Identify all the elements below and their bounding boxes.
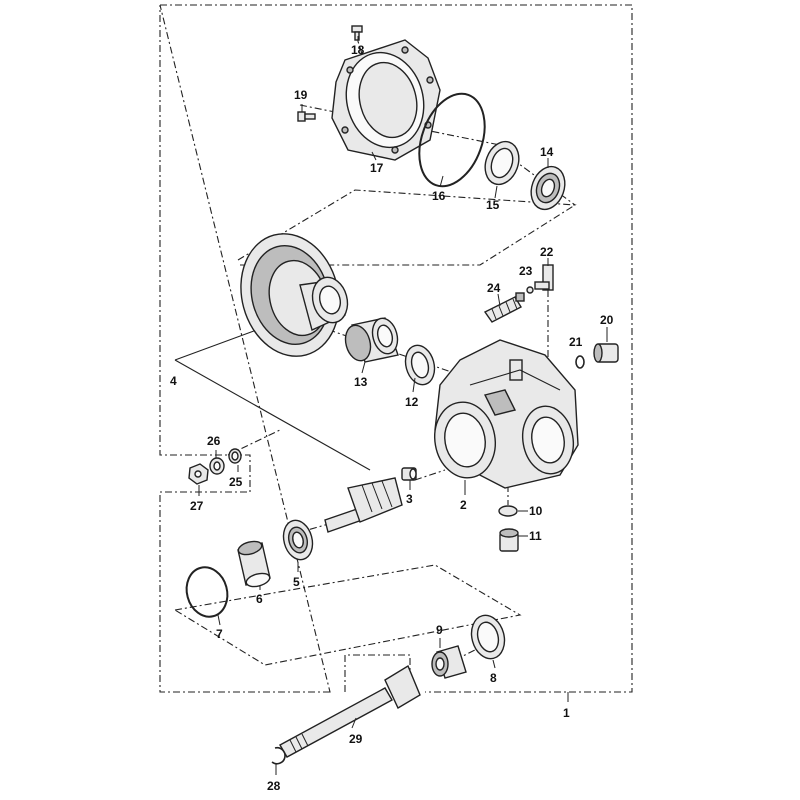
leader-line (174, 359, 371, 471)
part-number-11: 11 (529, 529, 542, 543)
part-number-23: 23 (519, 264, 533, 278)
needle-cage-6 (237, 540, 271, 588)
plug-20 (593, 343, 619, 363)
callout-leader (361, 361, 366, 374)
fitting-22 (534, 264, 554, 291)
part-number-8: 8 (490, 671, 497, 685)
part-number-19: 19 (294, 88, 308, 102)
bearing-5 (282, 519, 314, 561)
callout-leader (494, 185, 498, 199)
axis-line (227, 429, 281, 456)
bolt-19 (297, 111, 316, 122)
part-number-10: 10 (529, 504, 543, 518)
part-number-4: 4 (170, 374, 177, 388)
seal-12 (404, 344, 436, 386)
callout-leader (497, 293, 501, 307)
o-ring-16 (418, 92, 486, 188)
washer-10 (498, 505, 518, 517)
callout-leader (371, 151, 377, 161)
part-number-13: 13 (354, 375, 368, 389)
bearing-14 (530, 165, 566, 211)
callout-leader (351, 717, 357, 729)
part-number-24: 24 (487, 281, 501, 295)
washer-25 (228, 448, 242, 464)
output-shaft-29 (279, 664, 421, 758)
seal-15 (484, 140, 520, 186)
end-cover-17 (331, 39, 441, 161)
seal-3 (401, 467, 417, 481)
part-number-14: 14 (540, 145, 554, 159)
part-number-29: 29 (349, 732, 363, 746)
part-number-16: 16 (432, 189, 446, 203)
pinion-shaft (324, 477, 403, 533)
washer-23 (526, 286, 534, 294)
washer-26 (209, 457, 225, 475)
part-number-7: 7 (216, 627, 223, 641)
gearbox-housing-2 (434, 339, 579, 489)
o-ring-21 (575, 355, 585, 369)
part-number-25: 25 (229, 475, 243, 489)
callout-leader (412, 377, 416, 393)
callout-leader (492, 659, 496, 669)
part-number-17: 17 (370, 161, 384, 175)
part-number-1: 1 (563, 706, 570, 720)
bearing-9 (431, 645, 467, 679)
callout-leader (217, 614, 221, 626)
part-number-6: 6 (256, 592, 263, 606)
drain-plug-11 (499, 528, 519, 552)
nut-27 (188, 463, 209, 485)
needle-bearing-13 (344, 317, 399, 363)
part-number-21: 21 (569, 335, 583, 349)
ring-gear-4 (240, 233, 349, 357)
part-number-2: 2 (460, 498, 467, 512)
part-number-9: 9 (436, 623, 443, 637)
part-number-15: 15 (486, 198, 500, 212)
callout-leader (439, 175, 444, 188)
o-ring-7 (185, 566, 229, 618)
part-number-18: 18 (351, 43, 365, 57)
part-number-12: 12 (405, 395, 419, 409)
axis-line (414, 469, 446, 481)
part-number-26: 26 (207, 434, 221, 448)
bolt-18 (351, 25, 363, 41)
part-number-3: 3 (406, 492, 413, 506)
part-number-28: 28 (267, 779, 281, 793)
circlip-28 (271, 746, 286, 765)
part-number-22: 22 (540, 245, 554, 259)
part-number-20: 20 (600, 313, 614, 327)
assembly-boundary (159, 4, 633, 693)
input-shaft-group-boundary (173, 564, 522, 666)
part-number-27: 27 (190, 499, 204, 513)
part-number-5: 5 (293, 575, 300, 589)
seal-8 (470, 614, 506, 660)
spring-24 (483, 292, 525, 323)
